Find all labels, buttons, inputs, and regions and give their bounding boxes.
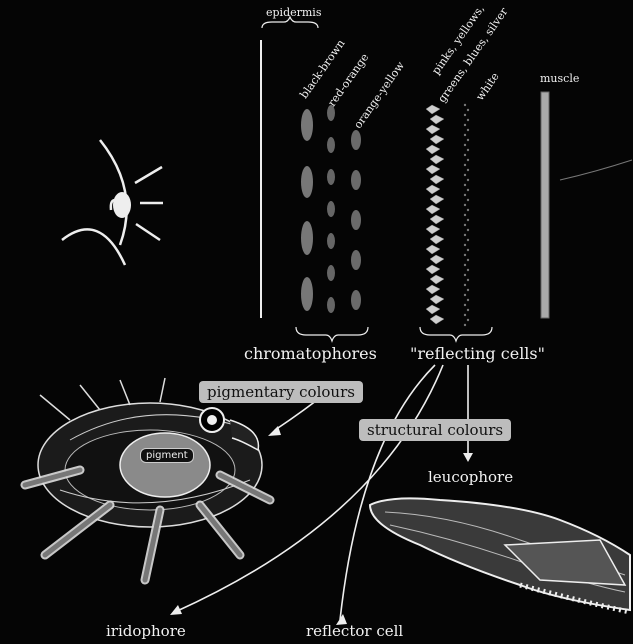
reflecting-cell-plate <box>426 145 440 154</box>
leucophore-dot <box>467 279 469 281</box>
leucophore-dot <box>467 199 469 201</box>
leucophore-dot <box>467 299 469 301</box>
leucophore-dot <box>464 224 466 226</box>
label-iridophore: iridophore <box>106 622 186 640</box>
leucophore-dot <box>467 179 469 181</box>
label-muscle: muscle <box>540 72 579 85</box>
chromatophore-illustration <box>25 378 270 580</box>
reflecting-cell-plate <box>430 215 444 224</box>
leucophore-dot <box>467 139 469 141</box>
leucophore-dot <box>467 219 469 221</box>
leucophore-dot <box>464 244 466 246</box>
chromatophore-column-red-orange <box>327 105 335 313</box>
leucophore-dot <box>464 264 466 266</box>
leucophore-dot <box>464 214 466 216</box>
leucophore-dot <box>464 284 466 286</box>
leucophore-dot <box>467 239 469 241</box>
leucophore-dot <box>467 119 469 121</box>
reflecting-cell-plate <box>430 295 444 304</box>
leucophore-dot <box>467 309 469 311</box>
pigmentary-colours-tag: pigmentary colours <box>199 381 363 403</box>
label-leucophore: leucophore <box>428 468 513 486</box>
muscle-pointer <box>560 160 632 180</box>
leucophore-dot <box>467 159 469 161</box>
label-reflector-cell: reflector cell <box>306 622 403 640</box>
reflecting-cell-plate <box>426 265 440 274</box>
reflecting-cell-plate <box>430 175 444 184</box>
leucophore-dot <box>464 314 466 316</box>
reflecting-cell-plate <box>430 235 444 244</box>
reflector-cell-illustration <box>370 498 630 612</box>
chromatophores-brace <box>296 327 368 341</box>
reflecting-cell-plate <box>430 315 444 324</box>
leucophore-dot <box>467 229 469 231</box>
reflecting-cell-plate <box>426 125 440 134</box>
leucophore-dot <box>467 129 469 131</box>
leucophore-dot <box>464 204 466 206</box>
reflecting-cell-plate <box>426 185 440 194</box>
leucophore-dot <box>467 189 469 191</box>
label-epidermis: epidermis <box>266 6 321 19</box>
leucophore-dot <box>464 154 466 156</box>
reflecting-cell-plate <box>426 165 440 174</box>
muscle-band <box>541 92 549 318</box>
leucophore-dot <box>464 114 466 116</box>
leucophore-dot <box>464 124 466 126</box>
leucophore-dot <box>464 234 466 236</box>
label-chromatophores: chromatophores <box>244 344 377 363</box>
leucophore-dot <box>464 294 466 296</box>
leucophore-dot <box>464 164 466 166</box>
reflecting-cell-plate <box>430 135 444 144</box>
leucophore-dot <box>464 304 466 306</box>
leucophore-dot <box>467 269 469 271</box>
reflecting-cell-plate <box>426 205 440 214</box>
leucophore-dot <box>467 259 469 261</box>
leucophore-dot <box>467 289 469 291</box>
reflecting-cell-plate <box>430 155 444 164</box>
reflecting-cell-plate <box>430 115 444 124</box>
reflecting-cell-plate <box>430 255 444 264</box>
leucophore-dot <box>467 149 469 151</box>
reflecting-cells-brace <box>420 327 492 341</box>
leucophore-dot <box>464 194 466 196</box>
leucophore-dot <box>467 209 469 211</box>
reflecting-cell-plate <box>426 285 440 294</box>
leucophore-dot <box>464 274 466 276</box>
leucophore-dot <box>467 169 469 171</box>
leucophore-dot <box>464 104 466 106</box>
label-reflecting-cells: "reflecting cells" <box>410 344 545 363</box>
leucophore-dot <box>464 134 466 136</box>
eye-icon <box>62 140 163 265</box>
leucophore-dot <box>464 254 466 256</box>
leucophore-dot <box>464 174 466 176</box>
reflecting-cell-plate <box>426 225 440 234</box>
leucophore-dot <box>464 184 466 186</box>
reflecting-cell-plate <box>426 105 440 114</box>
reflecting-cell-plate <box>426 305 440 314</box>
leucophore-dot <box>464 324 466 326</box>
leucophore-dot <box>464 144 466 146</box>
reflecting-cell-plate <box>426 245 440 254</box>
reflecting-cells-column <box>426 105 444 324</box>
chromatophore-column-orange-yellow <box>351 130 361 310</box>
white-leucophore-column <box>464 104 469 326</box>
chromatophore-column-black-brown <box>301 109 313 311</box>
leucophore-dot <box>467 319 469 321</box>
reflecting-cell-plate <box>430 195 444 204</box>
label-pigment: pigment <box>140 448 194 463</box>
structural-colours-tag: structural colours <box>359 419 511 441</box>
leucophore-dot <box>467 249 469 251</box>
reflecting-cell-plate <box>430 275 444 284</box>
leucophore-dot <box>467 109 469 111</box>
